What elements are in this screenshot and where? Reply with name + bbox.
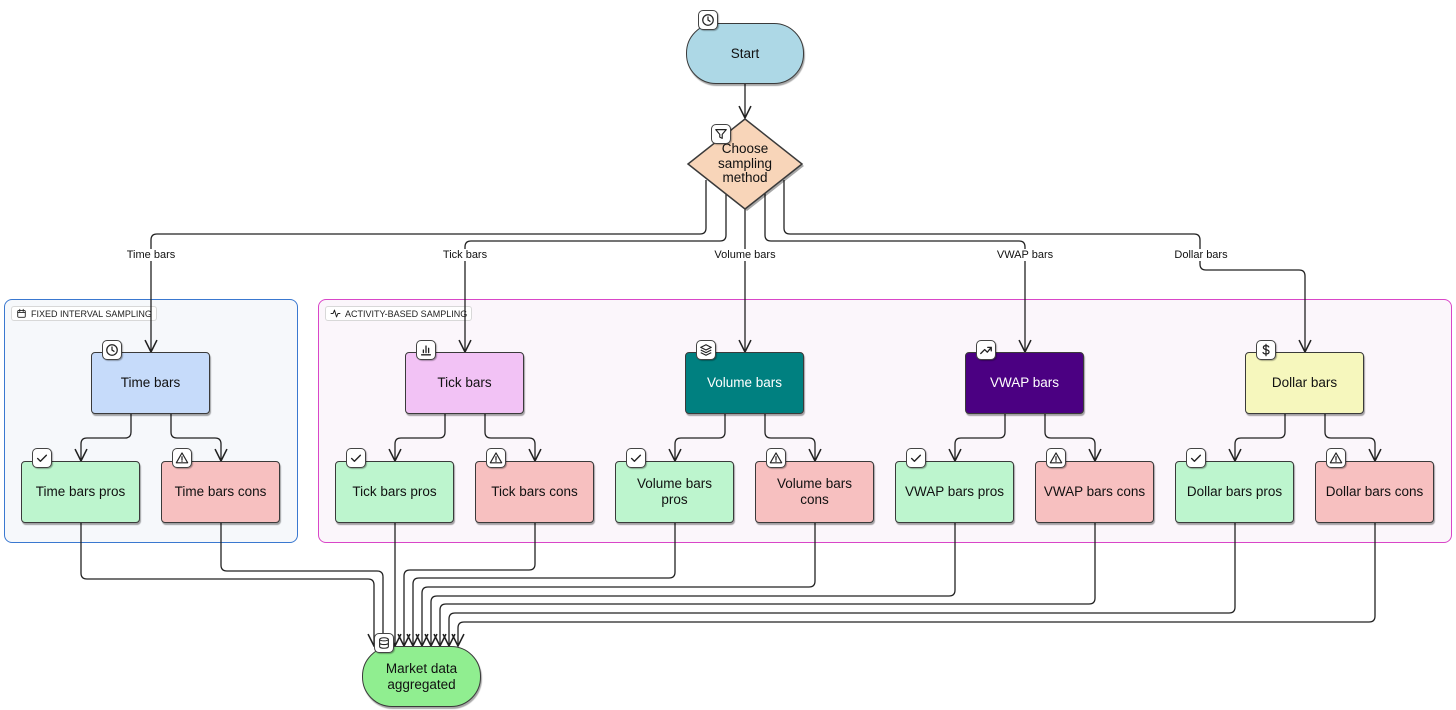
tick-bars-pros-node[interactable]: Tick bars pros — [335, 461, 454, 523]
edge-volume-cons-market — [422, 523, 816, 646]
edge-volume-pros — [675, 414, 726, 461]
edge-dollar-cons — [1324, 414, 1375, 461]
warning-icon — [766, 448, 786, 468]
edge-label-tick: Tick bars — [440, 249, 490, 261]
edge-label-time: Time bars — [124, 249, 178, 261]
filter-icon — [711, 124, 731, 144]
vwap-bars-pros-node[interactable]: VWAP bars pros — [895, 461, 1014, 523]
tick-bars-cons-node[interactable]: Tick bars cons — [475, 461, 594, 523]
edge-time-pros — [81, 414, 132, 461]
market-data-aggregated-node[interactable]: Market data aggregated — [362, 646, 481, 707]
check-icon — [1186, 448, 1206, 468]
dollar-bars-cons-label: Dollar bars cons — [1325, 484, 1424, 500]
check-icon — [906, 448, 926, 468]
edge-time-cons — [170, 414, 221, 461]
edge-tick-cons — [484, 414, 535, 461]
edge-dollar-pros-market — [449, 523, 1236, 646]
time-bars-node[interactable]: Time bars — [91, 352, 210, 414]
vwap-bars-label: VWAP bars — [989, 375, 1060, 391]
trending-up-icon — [976, 340, 996, 360]
tick-bars-cons-label: Tick bars cons — [491, 484, 578, 500]
start-node[interactable]: Start — [686, 23, 804, 84]
vwap-bars-cons-label: VWAP bars cons — [1043, 484, 1146, 500]
edge-label-vwap: VWAP bars — [994, 249, 1056, 261]
vwap-bars-cons-node[interactable]: VWAP bars cons — [1035, 461, 1154, 523]
dollar-bars-pros-label: Dollar bars pros — [1186, 484, 1283, 500]
check-icon — [626, 448, 646, 468]
warning-icon — [1046, 448, 1066, 468]
time-bars-pros-label: Time bars pros — [35, 484, 126, 500]
edge-volume-cons — [764, 414, 815, 461]
tick-bars-node[interactable]: Tick bars — [405, 352, 524, 414]
edge-label-dollar: Dollar bars — [1172, 249, 1230, 261]
volume-bars-cons-node[interactable]: Volume bars cons — [755, 461, 874, 523]
database-icon — [374, 633, 394, 653]
group-label-activity-text: ACTIVITY-BASED SAMPLING — [345, 308, 468, 319]
edge-time-cons-market — [220, 523, 383, 646]
dollar-icon — [1256, 340, 1276, 360]
edge-decision-vwap — [764, 190, 1025, 352]
check-icon — [32, 448, 52, 468]
volume-bars-node[interactable]: Volume bars — [685, 352, 804, 414]
volume-bars-pros-node[interactable]: Volume bars pros — [615, 461, 734, 523]
volume-bars-pros-label: Volume bars pros — [636, 476, 713, 507]
edge-time-pros-market — [80, 523, 374, 646]
edge-dollar-cons-market — [458, 523, 1376, 646]
group-label-activity: ACTIVITY-BASED SAMPLING — [325, 306, 473, 321]
edge-label-volume: Volume bars — [712, 249, 778, 261]
edge-vwap-pros-market — [431, 523, 956, 646]
group-label-fixed-text: FIXED INTERVAL SAMPLING — [31, 308, 152, 319]
dollar-bars-label: Dollar bars — [1271, 375, 1338, 391]
edge-volume-pros-market — [413, 523, 676, 646]
edge-decision-dollar — [783, 180, 1305, 352]
volume-bars-cons-label: Volume bars cons — [776, 476, 853, 507]
tick-bars-pros-label: Tick bars pros — [352, 484, 437, 500]
group-label-fixed: FIXED INTERVAL SAMPLING — [11, 306, 157, 321]
edge-vwap-cons — [1044, 414, 1095, 461]
edge-vwap-cons-market — [440, 523, 1096, 646]
vwap-bars-pros-label: VWAP bars pros — [904, 484, 1005, 500]
vwap-bars-node[interactable]: VWAP bars — [965, 352, 1084, 414]
tick-bars-label: Tick bars — [437, 375, 492, 391]
decision-label: Choose sampling method — [717, 140, 773, 186]
edge-tick-pros — [395, 414, 446, 461]
volume-bars-label: Volume bars — [706, 375, 783, 391]
warning-icon — [486, 448, 506, 468]
layers-icon — [696, 340, 716, 360]
time-bars-pros-node[interactable]: Time bars pros — [21, 461, 140, 523]
edge-vwap-pros — [955, 414, 1006, 461]
edge-tick-cons-market — [404, 523, 536, 646]
market-data-aggregated-label: Market data aggregated — [385, 660, 458, 692]
check-icon — [346, 448, 366, 468]
bar-chart-icon — [416, 340, 436, 360]
time-bars-label: Time bars — [120, 375, 181, 391]
edge-dollar-pros — [1235, 414, 1286, 461]
clock-icon — [102, 340, 122, 360]
dollar-bars-pros-node[interactable]: Dollar bars pros — [1175, 461, 1294, 523]
start-label: Start — [730, 45, 760, 61]
dollar-bars-cons-node[interactable]: Dollar bars cons — [1315, 461, 1434, 523]
warning-icon — [1326, 448, 1346, 468]
edge-decision-tick — [465, 190, 727, 352]
edge-decision-time — [151, 180, 707, 352]
clock-icon — [698, 10, 718, 30]
dollar-bars-node[interactable]: Dollar bars — [1245, 352, 1364, 414]
time-bars-cons-label: Time bars cons — [174, 484, 267, 500]
time-bars-cons-node[interactable]: Time bars cons — [161, 461, 280, 523]
warning-icon — [172, 448, 192, 468]
